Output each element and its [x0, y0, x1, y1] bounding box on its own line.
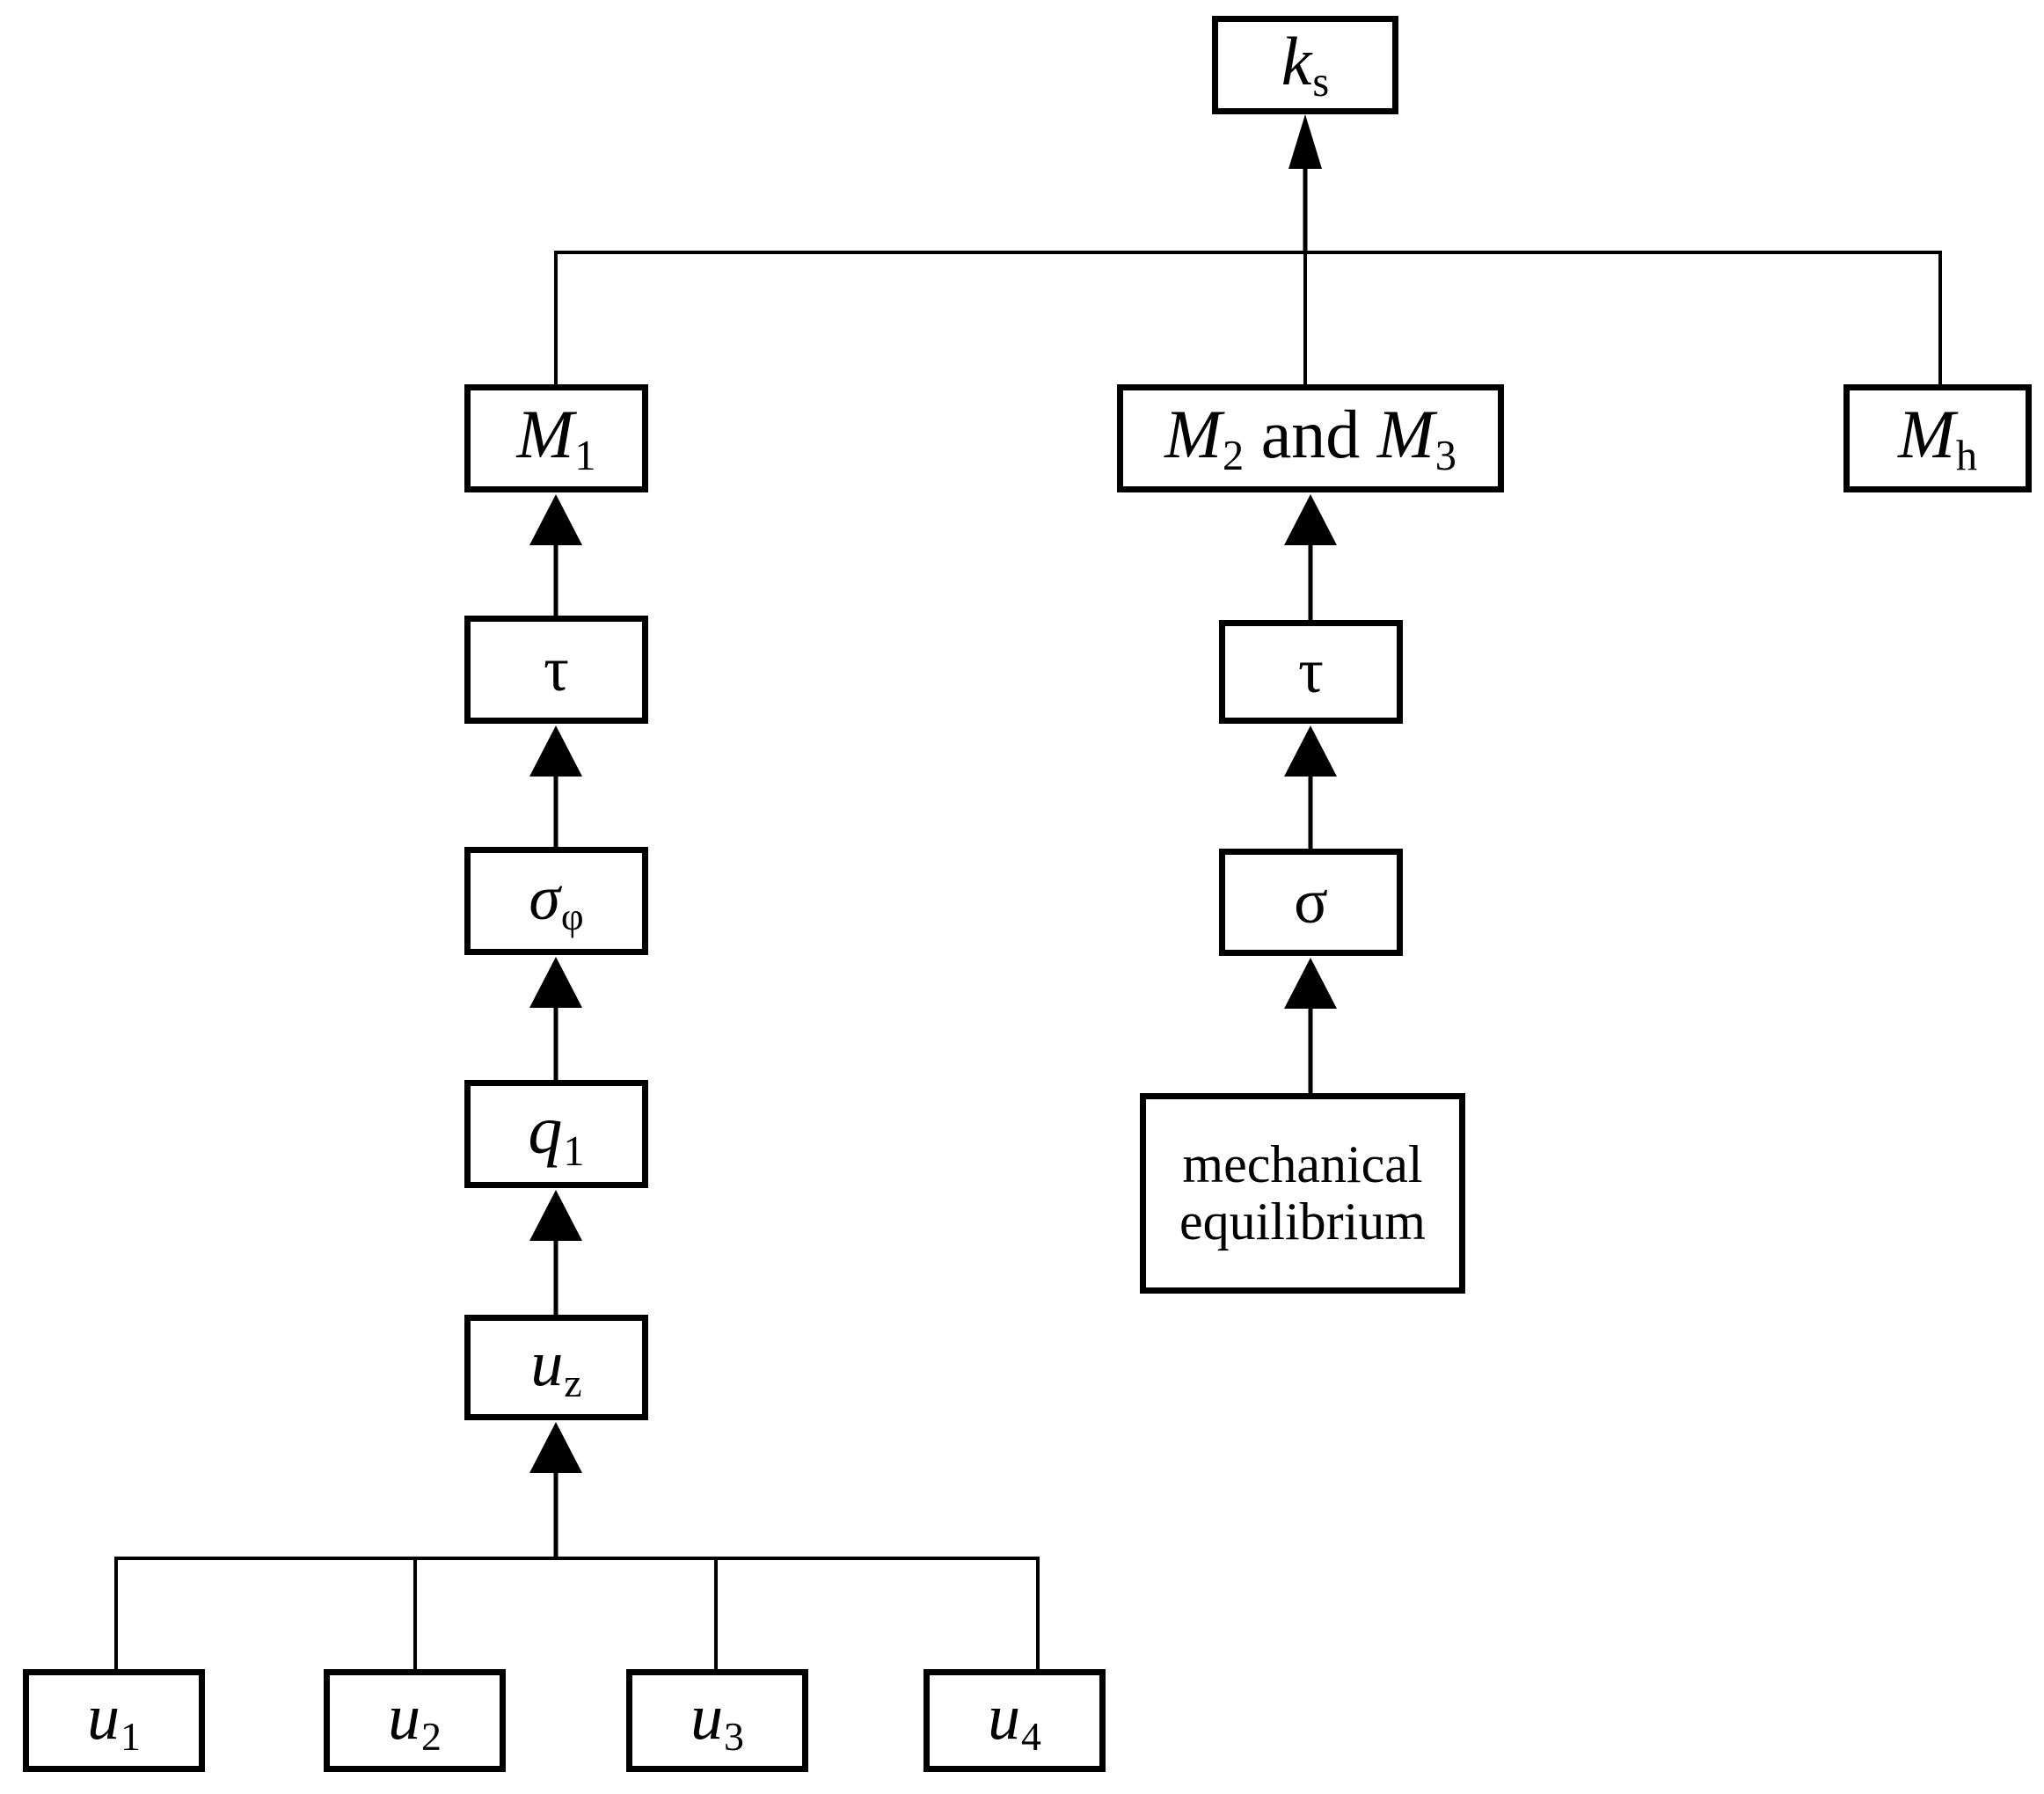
bracket-bottom-horizontal — [114, 1557, 1040, 1560]
node-mechanical-equilibrium[interactable]: mechanical equilibrium — [1140, 1093, 1465, 1294]
node-uz[interactable]: uz — [464, 1315, 648, 1420]
node-tau-left[interactable]: τ — [464, 616, 648, 724]
arrow-stem — [553, 1468, 558, 1558]
arrow-stem — [553, 1236, 558, 1316]
node-u3-label: u3 — [690, 1681, 744, 1759]
arrow-stem — [553, 771, 558, 849]
node-u3[interactable]: u3 — [626, 1669, 808, 1772]
bracket-top-drop-m2m3 — [1303, 251, 1307, 384]
arrow-tau-mid-to-m2m3 — [1284, 494, 1337, 622]
arrow-uz-to-q1 — [529, 1190, 582, 1316]
node-sigma-phi-label: σφ — [529, 862, 584, 939]
node-u1-label: u1 — [87, 1681, 141, 1759]
bracket-bottom-drop-u4 — [1036, 1557, 1040, 1673]
arrow-stem — [553, 1003, 558, 1082]
arrow-sigma-phi-to-tau-left — [529, 726, 582, 849]
node-sigma-phi[interactable]: σφ — [464, 847, 648, 955]
node-u4-label: u4 — [988, 1681, 1041, 1759]
node-sigma-label: σ — [1294, 866, 1328, 937]
arrowhead-icon — [529, 1190, 582, 1241]
node-tau-left-label: τ — [544, 633, 569, 704]
arrowhead-icon — [529, 726, 582, 777]
arrow-stem — [553, 540, 558, 617]
node-m1[interactable]: M1 — [464, 384, 648, 492]
node-ks[interactable]: ks — [1212, 16, 1398, 114]
node-mh-label: Mh — [1897, 396, 1978, 479]
node-mechanical-equilibrium-line2: equilibrium — [1179, 1192, 1426, 1251]
node-mechanical-equilibrium-line1: mechanical — [1182, 1135, 1423, 1194]
node-q1[interactable]: q1 — [464, 1080, 648, 1188]
arrow-q1-to-sigma-phi — [529, 957, 582, 1082]
node-m2-and-m3-label: M2 and M3 — [1164, 396, 1456, 479]
arrowhead-icon — [529, 494, 582, 545]
arrow-stem — [1303, 164, 1308, 252]
arrow-stem — [1308, 771, 1313, 850]
arrowhead-icon — [529, 957, 582, 1008]
bracket-top-drop-mh — [1938, 251, 1942, 384]
arrowhead-icon — [1288, 114, 1322, 169]
node-ks-label: ks — [1281, 22, 1330, 106]
node-u4[interactable]: u4 — [923, 1669, 1106, 1772]
arrow-stem — [1308, 540, 1313, 622]
node-u2[interactable]: u2 — [324, 1669, 506, 1772]
node-m1-label: M1 — [516, 396, 596, 479]
arrow-stem — [1308, 1003, 1313, 1097]
node-uz-label: uz — [530, 1328, 582, 1406]
node-tau-mid-label: τ — [1298, 636, 1324, 707]
arrow-mech-to-sigma — [1284, 958, 1337, 1097]
bracket-top-horizontal — [554, 251, 1942, 254]
arrow-sigma-to-tau-mid — [1284, 726, 1337, 850]
node-tau-mid[interactable]: τ — [1219, 620, 1403, 724]
node-u1[interactable]: u1 — [23, 1669, 205, 1772]
arrow-tau-left-to-m1 — [529, 494, 582, 617]
arrowhead-icon — [529, 1422, 582, 1473]
node-mh[interactable]: Mh — [1843, 384, 2032, 492]
bracket-bottom-drop-u1 — [114, 1557, 118, 1673]
arrowhead-icon — [1284, 958, 1337, 1009]
node-u2-label: u2 — [388, 1681, 442, 1759]
arrow-bracket-to-uz — [529, 1422, 582, 1558]
node-sigma[interactable]: σ — [1219, 849, 1403, 956]
arrowhead-icon — [1284, 726, 1337, 777]
node-q1-label: q1 — [528, 1091, 585, 1175]
bracket-top-drop-m1 — [554, 251, 558, 384]
bracket-bottom-drop-u3 — [714, 1557, 718, 1673]
arrowhead-icon — [1284, 494, 1337, 545]
node-m2-and-m3[interactable]: M2 and M3 — [1117, 384, 1504, 492]
bracket-bottom-drop-u2 — [413, 1557, 417, 1673]
arrow-bracket-to-ks — [1288, 114, 1323, 252]
